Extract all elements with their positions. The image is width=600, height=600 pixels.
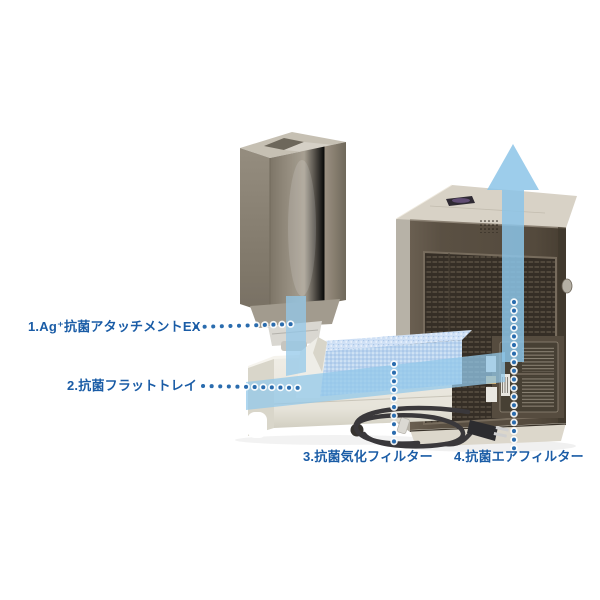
filter-top-face bbox=[314, 330, 472, 352]
leader-tray bbox=[201, 384, 306, 390]
cord-tie bbox=[396, 417, 410, 434]
vent-dot-grid bbox=[480, 219, 500, 233]
label-silver-ion-attachment: 1.Ag⁺抗菌アタッチメントEX bbox=[28, 319, 201, 334]
plug-prong bbox=[495, 426, 509, 432]
label-evaporating-filter: 3.抗菌気化フィルター bbox=[303, 449, 433, 464]
leader-lines bbox=[192, 298, 518, 454]
leader-attachment bbox=[194, 322, 298, 329]
plug-prong bbox=[493, 432, 507, 438]
water-flow-band-vertical bbox=[286, 296, 306, 376]
tank-front-face bbox=[270, 142, 346, 314]
side-knob bbox=[561, 278, 573, 294]
power-plug bbox=[396, 417, 509, 441]
water-tank bbox=[240, 132, 346, 351]
top-handle-slot bbox=[446, 196, 475, 206]
airflow-arrow-up bbox=[487, 144, 539, 362]
label-air-filter: 4.抗菌エアフィルター bbox=[454, 449, 584, 464]
unit-top-face bbox=[396, 185, 577, 228]
tray-notch-cutout bbox=[247, 412, 267, 438]
airflow-band-horizontal bbox=[246, 352, 505, 410]
tank-handle-recess bbox=[264, 138, 304, 150]
label-flat-tray: 2.抗菌フラットトレイ bbox=[67, 378, 198, 393]
flow-overlay bbox=[246, 144, 539, 410]
tank-left-face bbox=[240, 148, 270, 314]
